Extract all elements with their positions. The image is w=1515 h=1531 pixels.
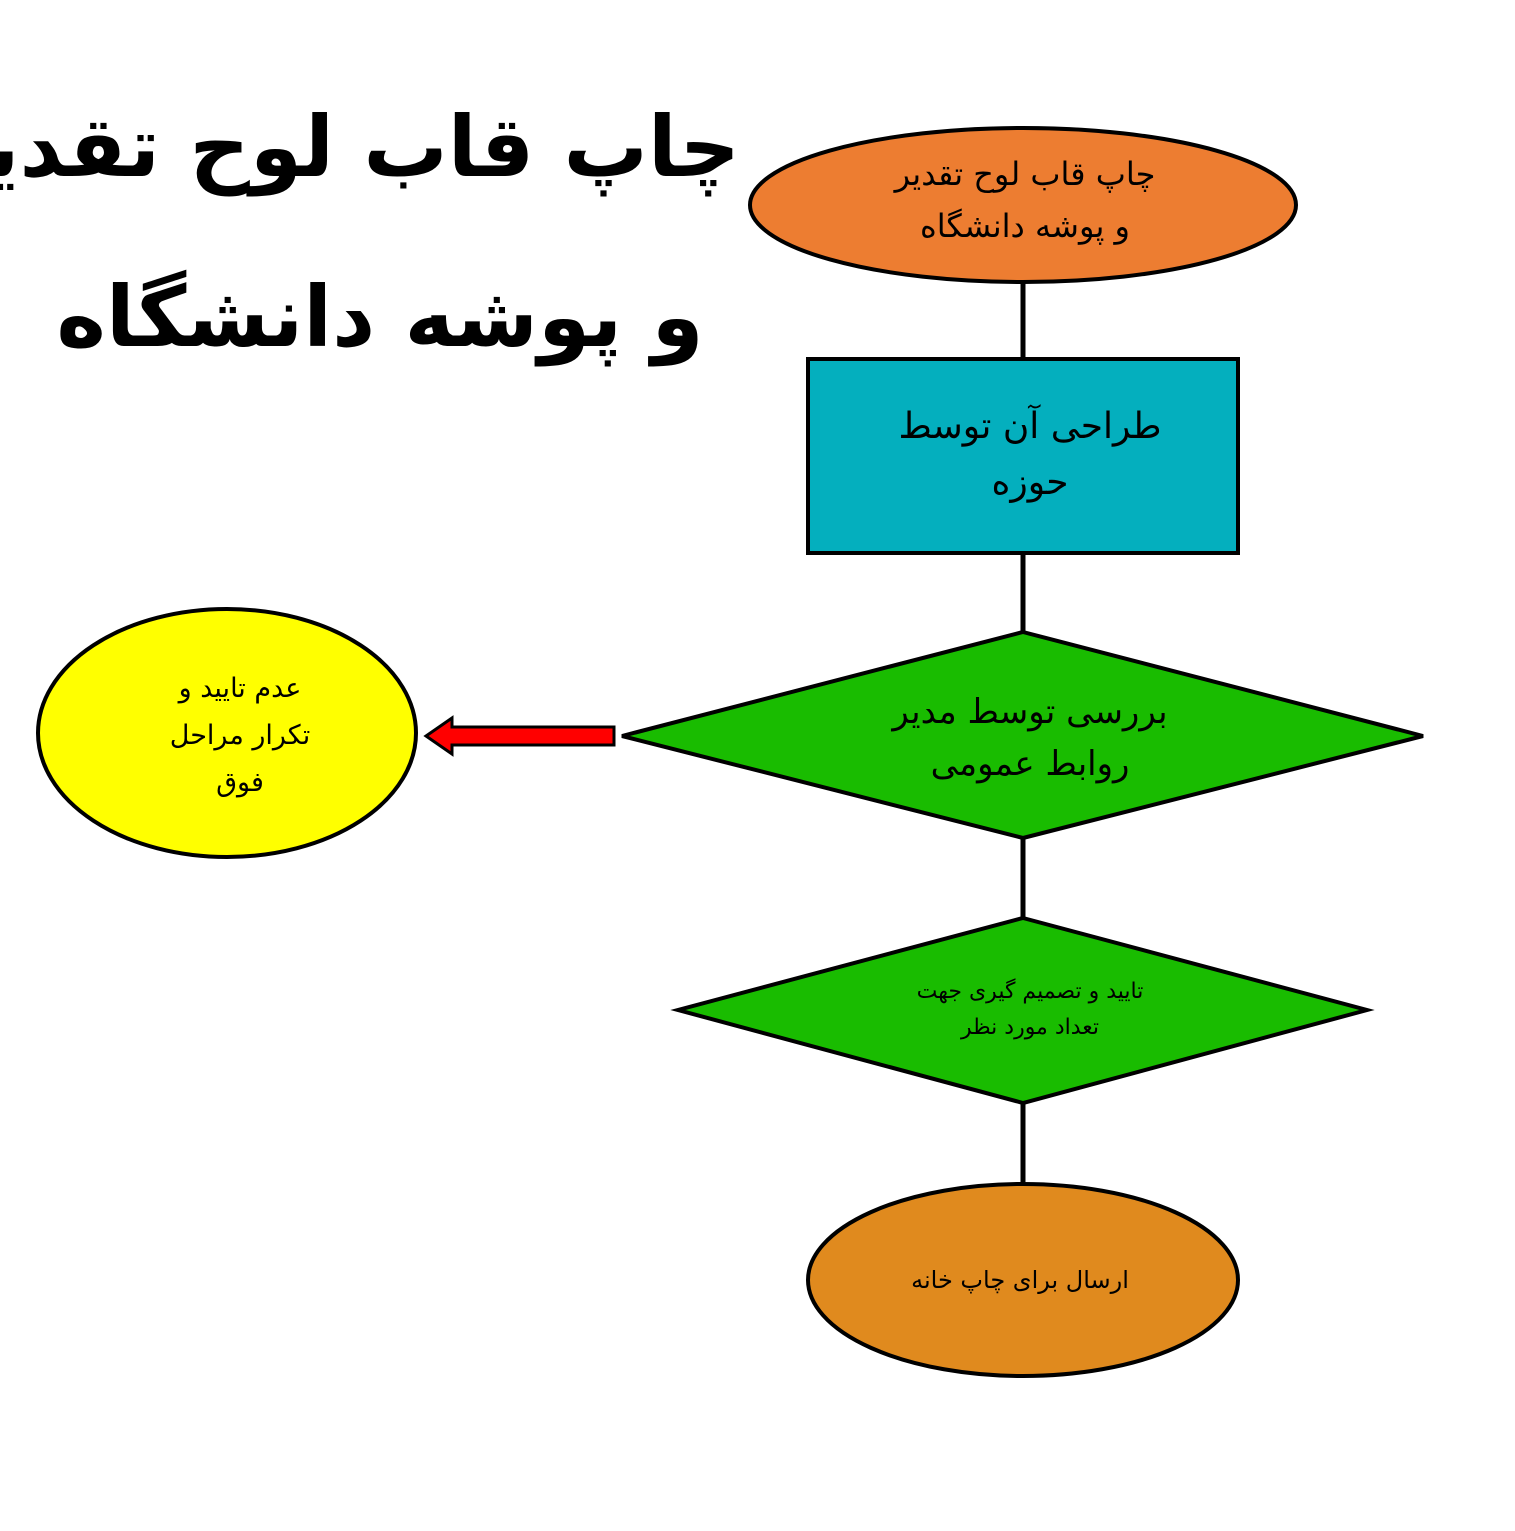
approve-label-line: تعداد مورد نظر [960,1015,1100,1040]
reject-label-line: عدم تایید و [178,672,302,704]
review-label-line: روابط عمومی [930,744,1130,784]
design-box [806,357,1240,555]
design-label-line: حوزه [991,462,1069,503]
review-label-line: بررسی توسط مدیر [892,692,1168,732]
end-label: ارسال برای چاپ خانه [830,1255,1210,1305]
design-label-line: طراحی آن توسط [898,406,1162,447]
reject-oval [36,607,418,859]
start-label: چاپ قاب لوح تقدیر و پوشه دانشگاه [800,150,1250,250]
start-label-line: و پوشه دانشگاه [920,207,1130,245]
approve-diamond [670,915,1375,1106]
approve-label-line: تایید و تصمیم گیری جهت [916,979,1144,1004]
reject-arrow [423,715,616,757]
page-title-line-1: چاپ قاب لوح تقدیر [0,98,740,196]
reject-label-line: تکرار مراحل [169,719,311,751]
review-label: بررسی توسط مدیر روابط عمومی [820,683,1240,793]
end-oval [806,1182,1240,1378]
reject-label-line: فوق [216,766,264,798]
approve-label: تایید و تصمیم گیری جهت تعداد مورد نظر [830,970,1230,1050]
end-label-line: ارسال برای چاپ خانه [911,1266,1129,1294]
start-oval [748,126,1298,284]
reject-label: عدم تایید و تکرار مراحل فوق [100,660,380,810]
page-title-line-2: و پوشه دانشگاه [56,268,704,366]
review-diamond [621,629,1424,841]
start-label-line: چاپ قاب لوح تقدیر [894,155,1156,193]
design-label: طراحی آن توسط حوزه [820,395,1240,515]
